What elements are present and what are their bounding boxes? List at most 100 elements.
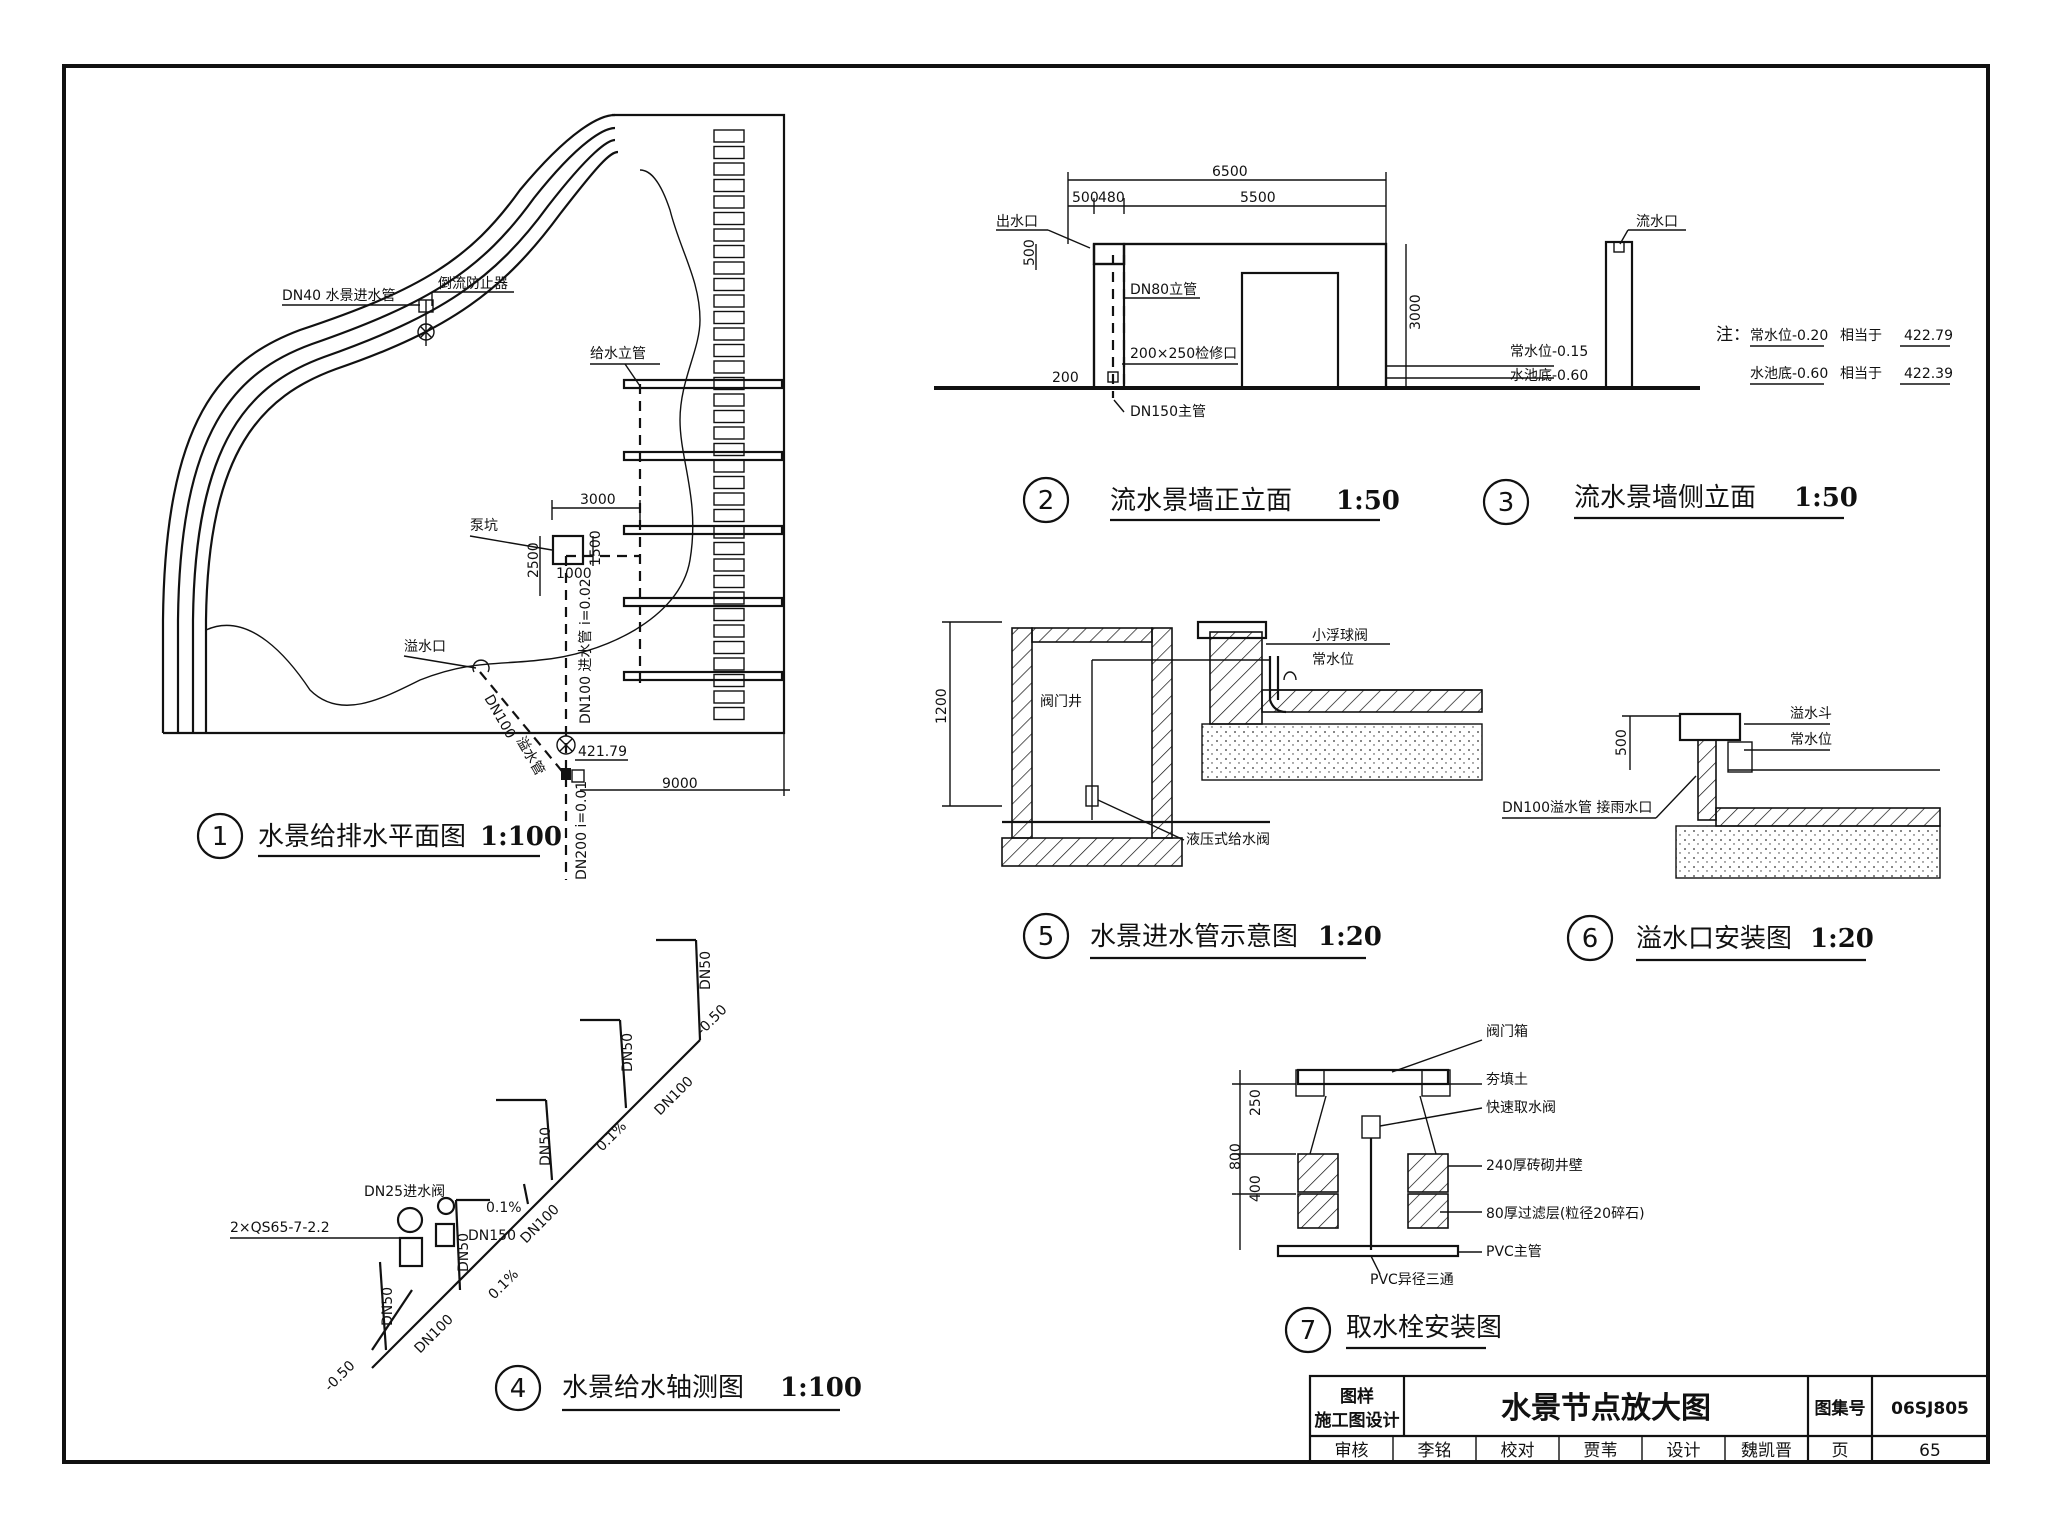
axon-dn50-e: DN50 (380, 1287, 396, 1326)
axon-dn50-b: DN50 (620, 1033, 636, 1072)
overflow-detail: 500 溢水斗 常水位 DN100溢水管 接雨水口 6 溢水口安装图 1:20 (1502, 706, 1941, 962)
step-block (713, 607, 745, 622)
plan-backflow-label: 倒流防止器 (438, 276, 508, 292)
view1-scale: 1:100 (480, 822, 562, 852)
step-block (713, 706, 745, 721)
brick-wall-label: 240厚砖砌井壁 (1486, 1158, 1583, 1174)
step-block (713, 624, 745, 638)
hydrant-dim-400: 400 (1248, 1175, 1264, 1202)
step-block (713, 393, 745, 407)
valve-well-label: 阀门井 (1040, 694, 1082, 710)
signature-cell: 贾苇 (1584, 1441, 1618, 1461)
step-block (713, 162, 745, 176)
plan-overflow-pipe-label: 溢水管 (513, 734, 548, 778)
step-block (713, 261, 745, 275)
axon-valve-label: DN25进水阀 (364, 1184, 445, 1200)
view4-number: 4 (510, 1374, 527, 1404)
riser-bars (622, 378, 784, 682)
axon-dn150: DN150 (468, 1228, 516, 1244)
hydrant-dim-800: 800 (1228, 1143, 1244, 1170)
view5-number: 5 (1038, 922, 1055, 952)
hydrant-detail: 250 800 400 阀门箱 夯填土 快速取水阀 240厚砖砌井壁 80厚过滤… (1228, 1024, 1645, 1354)
view3-number: 3 (1498, 488, 1515, 518)
front-outlet-label: 出水口 (996, 214, 1038, 230)
pump-pit (551, 534, 585, 566)
signature-row: 审核李铭校对贾苇设计魏凯晋 (1335, 1436, 1792, 1462)
step-block (713, 475, 745, 490)
front-hatch-label: 200×250检修口 (1130, 346, 1237, 362)
view2-scale: 1:50 (1336, 486, 1400, 516)
overflow-dim-500: 500 (1614, 729, 1630, 756)
overflow-bucket-label: 溢水斗 (1790, 706, 1832, 722)
wall-opening (1240, 271, 1340, 390)
step-block (713, 459, 745, 473)
pool-edge-3 (191, 138, 616, 733)
step-block (713, 442, 745, 457)
wall-body (1092, 242, 1388, 390)
step-block (713, 343, 745, 358)
view5-title: 水景进水管示意图 (1090, 922, 1298, 952)
plan-dn200-label: DN200 i=0.01 (574, 781, 590, 880)
pvc-main-label: PVC主管 (1486, 1244, 1542, 1260)
view1-number: 1 (212, 822, 229, 852)
note-label: 注： (1716, 325, 1750, 345)
view4-scale: 1:100 (780, 1373, 862, 1403)
step-blocks (713, 129, 745, 721)
side-pool-bottom: 水池底-0.60 (1510, 368, 1588, 384)
side-elevation: 流水口 常水位-0.15 水池底-0.60 注： 常水位-0.20 相当于 42… (1482, 214, 1953, 526)
view5-scale: 1:20 (1318, 922, 1382, 952)
step-block (713, 574, 745, 589)
pool-edge-2 (176, 126, 616, 733)
inlet-detail: 1200 阀门井 小浮球阀 常水位 液压式给水阀 5 水景进水管示意图 1:20 (934, 620, 1483, 960)
atlas-label: 图集号 (1815, 1398, 1866, 1419)
axon-pump-label: 2×QS65-7-2.2 (230, 1220, 330, 1236)
plan-view: DN40 水景进水管 倒流防止器 给水立管 泵坑 溢水口 3000 2500 1… (161, 113, 790, 880)
view3-title: 流水景墙侧立面 (1574, 483, 1756, 513)
plan-overflow-label: 溢水口 (404, 639, 446, 655)
title-block-left-top: 图样 (1340, 1386, 1374, 1407)
front-dim-200: 200 (1052, 370, 1079, 386)
filter-label: 80厚过滤层(粒径20碎石) (1486, 1206, 1645, 1222)
step-block (713, 178, 745, 193)
step-block (713, 492, 745, 506)
axon-slope-2: 0.1% (486, 1200, 522, 1216)
plan-pump-pit-label: 泵坑 (470, 518, 498, 534)
step-block (713, 294, 745, 308)
step-block (713, 310, 745, 325)
view2-title: 流水景墙正立面 (1110, 486, 1292, 516)
overflow-pipe-label: DN100溢水管 接雨水口 (1502, 799, 1652, 816)
axon-slope-3: 0.1% (486, 1266, 522, 1302)
axon-dn50-a: DN50 (698, 951, 714, 990)
note2-level: 水池底-0.60 (1750, 366, 1828, 382)
front-dim-v500: 500 (1022, 239, 1038, 266)
plan-dim-9000: 9000 (662, 776, 698, 792)
pool-edge-4 (204, 150, 619, 733)
quick-valve-label: 快速取水阀 (1486, 1100, 1556, 1116)
note2-value: 422.39 (1904, 366, 1953, 382)
step-block (713, 228, 745, 242)
signature-cell: 审核 (1335, 1441, 1369, 1461)
riser-bar (622, 450, 784, 462)
signature-cell: 校对 (1501, 1441, 1535, 1461)
view6-scale: 1:20 (1810, 924, 1874, 954)
plan-dim-3000: 3000 (580, 492, 616, 508)
step-block (713, 360, 745, 374)
water-edge (205, 169, 701, 706)
step-block (713, 657, 745, 671)
view1-title: 水景给排水平面图 (258, 822, 466, 852)
view7-number: 7 (1300, 1316, 1317, 1346)
side-normal-level: 常水位-0.15 (1510, 344, 1588, 360)
axon-slope-1: 0.1% (594, 1118, 630, 1154)
view2-number: 2 (1038, 486, 1055, 516)
step-block (713, 640, 745, 655)
signature-cell: 魏凯晋 (1741, 1441, 1792, 1461)
front-elevation: 6500 500 480 5500 3000 500 200 出水口 DN80立… (934, 164, 1700, 524)
plan-dim-1500: 1500 (588, 530, 604, 566)
title-block-left-bottom: 施工图设计 (1315, 1410, 1400, 1431)
step-block (713, 525, 745, 539)
hydrant-dim-250: 250 (1248, 1089, 1264, 1116)
axon-dn100-b: DN100 (518, 1202, 563, 1247)
valve-box-label: 阀门箱 (1486, 1024, 1528, 1040)
view3-scale: 1:50 (1794, 483, 1858, 513)
